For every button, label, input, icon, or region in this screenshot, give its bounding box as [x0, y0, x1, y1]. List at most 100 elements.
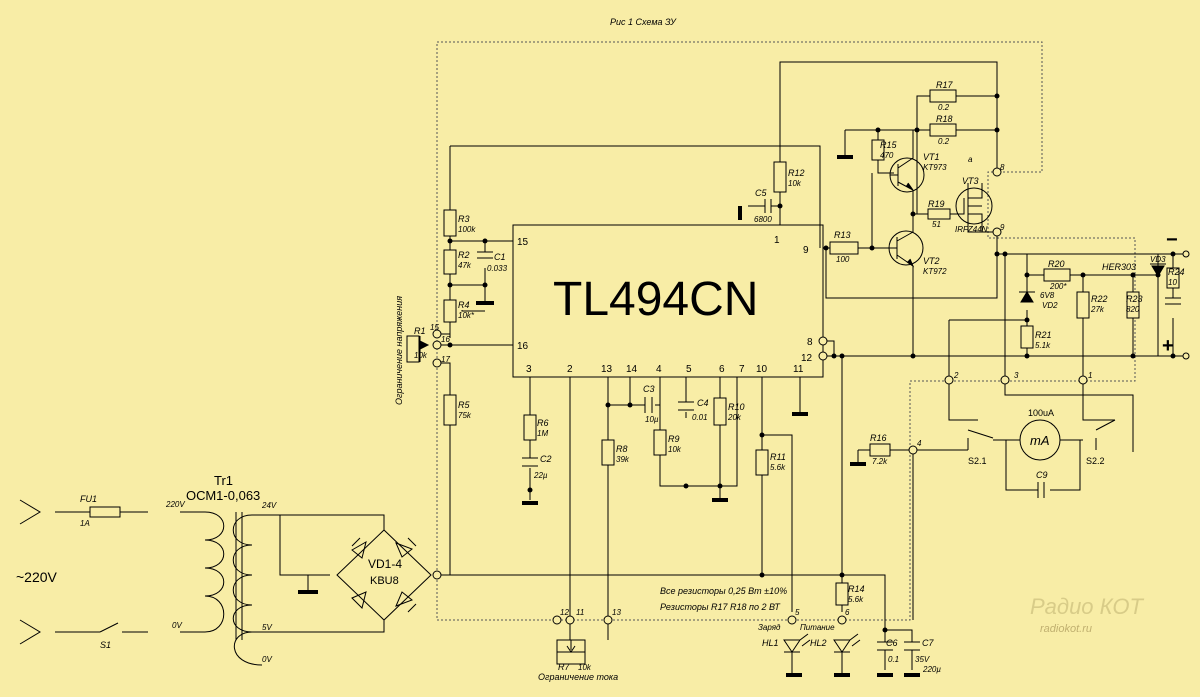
tr1-vin0: 0V	[172, 621, 182, 630]
mosfet-vt3	[955, 183, 993, 232]
r7-val: 10k	[578, 663, 592, 672]
r16-ref: R16	[870, 433, 887, 443]
r9-ref: R9	[668, 434, 680, 444]
led-hl1	[783, 633, 811, 660]
resistor-r16	[869, 443, 891, 457]
pot-wipers	[419, 340, 576, 653]
node-2: 2	[953, 371, 959, 380]
node-4: 4	[917, 439, 922, 448]
node-a: a	[968, 155, 973, 164]
r11-val: 5.6k	[770, 463, 786, 472]
r18-ref: R18	[936, 114, 953, 124]
r10-val: 20k	[727, 413, 742, 422]
r23-ref: R23	[1126, 294, 1143, 304]
r5-val: 75k	[458, 411, 472, 420]
meter-ma	[1019, 419, 1061, 461]
r22-val: 27k	[1090, 305, 1105, 314]
ic-pin-9: 9	[803, 245, 809, 256]
board-boundary	[436, 41, 1136, 621]
resistor-r20	[1043, 268, 1071, 282]
fu1-val: 1A	[80, 519, 90, 528]
resistor-r10	[713, 397, 727, 426]
c5-val: 6800	[754, 215, 772, 224]
charge-label: Заряд	[758, 623, 781, 632]
vd2-ref: 6V8	[1040, 291, 1055, 300]
capacitor-c5	[764, 199, 772, 213]
vt1-ref: VT1	[923, 152, 940, 162]
tr1-type: ОСМ1-0,063	[186, 488, 260, 503]
c3-val: 10µ	[645, 415, 659, 424]
transistor-vt2	[888, 230, 924, 268]
capacitor-c7	[904, 641, 920, 651]
connector-pins	[432, 167, 1190, 625]
output-terminals: − +	[1162, 229, 1178, 357]
r2-val: 47k	[458, 261, 472, 270]
r1-val: 10k	[414, 351, 428, 360]
vd2-type: VD2	[1042, 301, 1058, 310]
node-8: 8	[1000, 163, 1005, 172]
output-minus: −	[1166, 229, 1178, 251]
semiconductor-labels: VT1 KT973 VT2 KT972 VT3 IRFZ44N VD1-4 KB…	[368, 152, 1166, 648]
resistor-r2	[443, 249, 457, 275]
transistor-vt1	[889, 130, 925, 193]
vd3-type: HER303	[1102, 262, 1136, 272]
ic-pin-16: 16	[517, 341, 529, 352]
resistor-r17	[929, 89, 957, 103]
r9-val: 10k	[668, 445, 682, 454]
diode-vd3	[1150, 263, 1166, 277]
ic-pin-7: 7	[739, 364, 745, 375]
resistor-r21	[1020, 325, 1034, 349]
logo-url: radiokot.ru	[1040, 623, 1092, 635]
resistor-r24	[1166, 267, 1180, 289]
r11-ref: R11	[770, 452, 786, 462]
capacitor-c2	[522, 457, 538, 467]
vt1-type: KT973	[923, 163, 947, 172]
bridge-vd1-4	[351, 537, 417, 613]
ic-pin-labels: 15 16 3 2 13 14 4 5 6 7 10 11 1 9 8 12	[517, 235, 813, 375]
c3-ref: C3	[643, 384, 655, 394]
meter-range: 100uA	[1028, 408, 1054, 418]
switches-s2	[967, 419, 1116, 439]
current-limit-label: Ограничение тока	[538, 672, 618, 682]
transformer-labels: Tr1 ОСМ1-0,063 220V 0V 24V 5V 0V FU1 1A …	[16, 473, 277, 664]
capacitor-c8	[1037, 482, 1045, 498]
ic-pin-3: 3	[526, 364, 532, 375]
vd1-4-type: KBU8	[370, 575, 399, 587]
resistor-r18	[929, 123, 957, 137]
resistor-r23	[1126, 291, 1140, 319]
resistor-r15	[871, 139, 885, 161]
c7-ref: C7	[922, 638, 934, 648]
r13-val: 100	[836, 255, 850, 264]
s2-2-label: S2.2	[1086, 456, 1105, 466]
r1-ref: R1	[414, 326, 426, 336]
node-16: 17	[441, 355, 450, 364]
r18-val: 0.2	[938, 137, 950, 146]
r2-ref: R2	[458, 250, 470, 260]
diode-symbols	[351, 263, 1166, 613]
output-plus: +	[1162, 335, 1174, 357]
s1-label: S1	[100, 640, 111, 650]
r3-ref: R3	[458, 214, 470, 224]
c2-val: 22µ	[533, 471, 548, 480]
c6-ref: C6	[886, 638, 898, 648]
node-15: 16	[441, 335, 450, 344]
node-14: 15	[430, 323, 439, 332]
r12-val: 10k	[788, 179, 802, 188]
ic-pin-6: 6	[719, 364, 725, 375]
r3-val: 100k	[458, 225, 476, 234]
fuse-fu1	[89, 506, 121, 518]
s2-1-label: S2.1	[968, 456, 987, 466]
resistor-r11	[755, 449, 769, 476]
vt2-ref: VT2	[923, 256, 940, 266]
ic-pin-11: 11	[793, 364, 804, 375]
meter-unit: mA	[1030, 433, 1050, 448]
ic-pin-13: 13	[601, 364, 613, 375]
ic-pin-2: 2	[567, 364, 573, 375]
tr1-ref: Tr1	[214, 473, 233, 488]
r7-ref: R7	[558, 662, 570, 672]
resistor-r14	[835, 582, 849, 606]
c1-val: 0.033	[487, 264, 508, 273]
resistor-r4	[443, 299, 457, 323]
r12-ref: R12	[788, 168, 805, 178]
